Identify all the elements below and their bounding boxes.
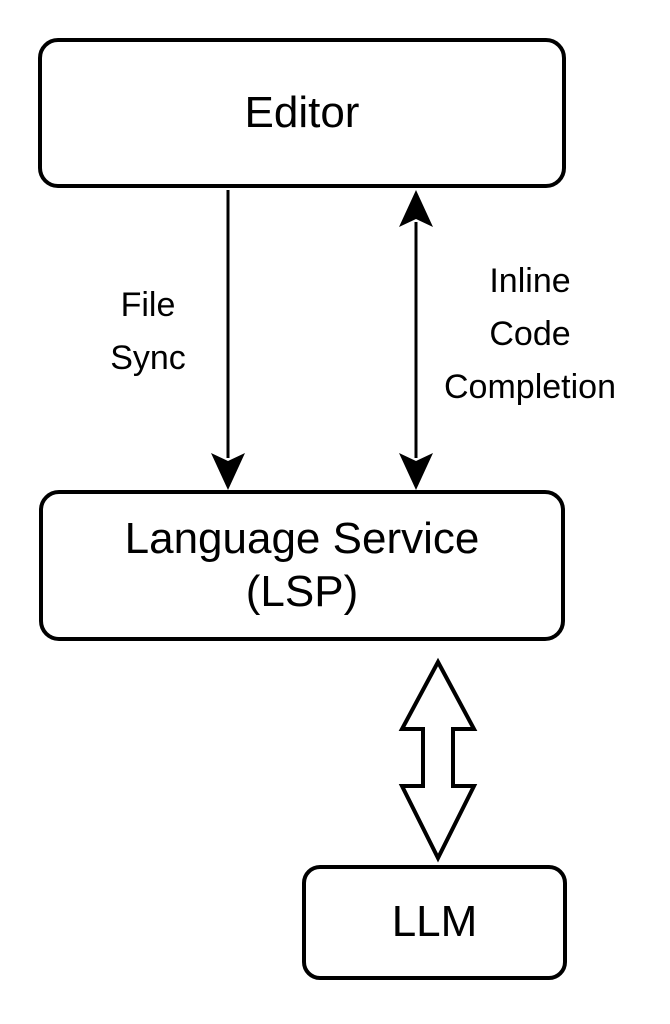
node-llm: LLM xyxy=(302,865,567,980)
hollow-double-arrow-icon xyxy=(398,657,478,863)
edge-label-inline-line2: Code xyxy=(489,315,571,353)
arrowhead-down-icon xyxy=(211,453,245,490)
edge-inline-code-completion xyxy=(399,190,433,490)
edge-label-file-sync-line2: Sync xyxy=(110,339,186,377)
edge-file-sync xyxy=(211,190,245,490)
node-editor-label: Editor xyxy=(244,87,360,137)
edge-label-file-sync: File Sync xyxy=(110,279,186,385)
node-editor: Editor xyxy=(38,38,566,188)
edge-lsp-llm xyxy=(398,657,478,863)
node-language-service: Language Service (LSP) xyxy=(39,490,565,641)
edge-label-inline-code-completion: Inline Code Completion xyxy=(444,255,616,414)
edge-label-file-sync-line1: File xyxy=(120,286,176,324)
arrowhead-down-icon xyxy=(399,453,433,490)
edge-label-inline-line3: Completion xyxy=(444,368,616,406)
node-llm-label: LLM xyxy=(391,897,478,947)
node-language-service-label-line1: Language Service xyxy=(124,513,480,563)
node-language-service-label-line2: (LSP) xyxy=(245,566,359,616)
edge-label-inline-line1: Inline xyxy=(489,262,571,300)
arrowhead-up-icon xyxy=(399,190,433,227)
